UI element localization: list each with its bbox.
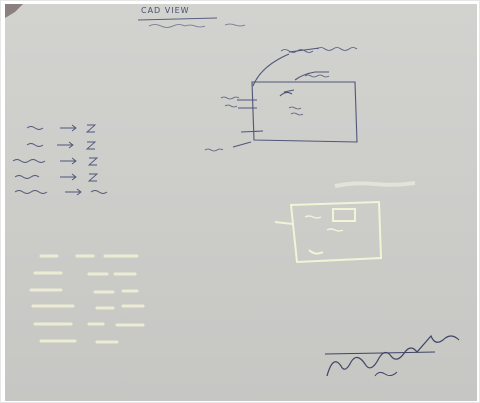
signature-subline	[375, 372, 397, 376]
chalk-list-row-2	[35, 273, 135, 274]
box-diagram	[233, 48, 357, 147]
box-label-upper	[305, 75, 329, 77]
box-arc-leader	[253, 48, 319, 86]
chalk-leaders	[275, 222, 323, 254]
box-label-inner	[289, 107, 303, 115]
ink-list-row-3	[13, 158, 97, 165]
ink-list-row-1	[27, 125, 95, 132]
paper-sheet: CAD VIEW	[5, 4, 477, 401]
page-heading: CAD VIEW	[141, 7, 190, 15]
ink-list-row-5	[15, 189, 107, 195]
signature-stroke	[327, 336, 459, 376]
box-label-bottom	[205, 149, 223, 151]
left-leader-lower	[241, 131, 263, 132]
chalk-labels	[305, 216, 343, 231]
chalk-list	[31, 256, 143, 342]
chalk-box-diagram	[275, 202, 381, 262]
signature	[325, 336, 459, 376]
paper-corner-shadow	[5, 4, 23, 18]
ink-list-row-2	[27, 142, 95, 149]
title-underline	[138, 18, 217, 20]
ink-list-row-4	[15, 174, 97, 181]
box-outline	[252, 82, 357, 142]
box-label-left-1	[221, 97, 239, 99]
inner-arrow	[280, 90, 294, 96]
chalk-box-outline	[291, 202, 381, 262]
title-subtext-scribble	[149, 24, 245, 28]
chalk-smudge	[335, 183, 415, 186]
sketch-drawing	[5, 4, 477, 401]
ink-list	[13, 125, 107, 195]
chalk-list-row-4	[33, 306, 143, 308]
top-right-leader	[295, 72, 329, 80]
box-labels	[205, 48, 357, 152]
chalk-list-row-6	[41, 341, 117, 342]
chalk-list-row-5	[35, 324, 143, 325]
signature-underline	[325, 352, 435, 354]
chalk-inner-rect	[333, 209, 355, 221]
box-label-left-2	[225, 105, 237, 107]
bottom-left-leader	[233, 142, 251, 147]
chalk-list-row-3	[31, 290, 137, 292]
